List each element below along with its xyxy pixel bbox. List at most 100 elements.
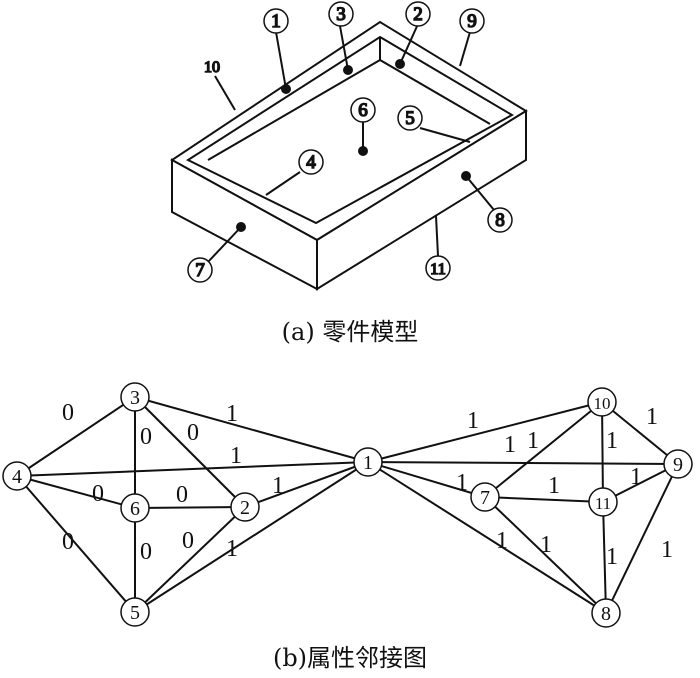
graph-node-5: 5	[120, 597, 150, 627]
graph-node-label: 2	[240, 497, 250, 519]
edge-weight-1-7: 1	[456, 470, 468, 496]
face-label-text: 2	[413, 4, 423, 25]
edge-5-2	[134, 506, 246, 613]
edge-weight-4-1: 1	[230, 443, 242, 469]
graph-node-8: 8	[591, 598, 621, 628]
face-label-4: 4	[298, 149, 324, 175]
face-label-11: 11	[425, 255, 451, 281]
caption-adjacency-graph: (b)属性邻接图	[272, 644, 428, 672]
tray-inner-opening	[185, 35, 515, 225]
edge-10-7	[484, 401, 603, 498]
face-dot-6	[358, 146, 368, 156]
edge-weight-5-1: 1	[226, 536, 238, 562]
leader-2	[399, 23, 419, 65]
leader-1	[275, 31, 287, 90]
face-label-text: 10	[204, 59, 220, 76]
inner-floor-edge-right	[379, 59, 491, 125]
face-label-1: 1	[263, 8, 289, 34]
graph-node-label: 4	[12, 466, 22, 488]
graph-node-11: 11	[588, 487, 618, 517]
graph-node-label: 5	[130, 602, 140, 624]
edge-10-11	[601, 401, 604, 503]
leader-4	[265, 171, 301, 196]
graph-node-4: 4	[2, 461, 32, 491]
face-label-7: 7	[187, 257, 213, 283]
edge-9-8	[605, 463, 679, 614]
face-label-5: 5	[397, 105, 423, 131]
face-label-8: 8	[487, 207, 513, 233]
graph-node-1: 1	[353, 447, 383, 477]
edge-weight-10-11: 1	[606, 428, 618, 454]
edge-weight-1-10: 1	[467, 408, 479, 434]
edge-5-1	[134, 461, 369, 613]
face-dot-7	[236, 222, 246, 232]
face-label-text: 3	[336, 4, 346, 25]
face-label-text: 11	[430, 261, 445, 278]
face-label-2: 2	[405, 1, 431, 27]
graph-node-9: 9	[663, 449, 693, 479]
graph-node-label: 6	[130, 498, 140, 520]
face-label-text: 9	[467, 11, 477, 32]
graph-node-label: 10	[594, 394, 611, 413]
face-label-10: 10	[203, 58, 221, 77]
edge-weight-10-9: 1	[646, 404, 658, 430]
face-dot-3	[343, 65, 353, 75]
edge-4-5	[16, 475, 136, 613]
edge-2-1	[244, 461, 369, 508]
edge-4-6	[16, 475, 136, 509]
edge-1-10	[367, 401, 603, 463]
face-label-3: 3	[328, 1, 354, 27]
inner-floor-edge-left	[207, 59, 381, 161]
edge-weight-4-5: 0	[62, 529, 74, 555]
edge-10-9	[601, 401, 679, 465]
edge-3-4	[16, 396, 136, 477]
edge-weight-3-4: 0	[62, 400, 74, 426]
caption-part-model: (a) 零件模型	[281, 318, 419, 346]
graph-node-label: 11	[595, 494, 611, 513]
graph-node-2: 2	[230, 492, 260, 522]
graph-node-label: 7	[480, 487, 490, 509]
graph-node-3: 3	[120, 382, 150, 412]
leader-9	[459, 31, 471, 67]
edge-weight-6-2: 0	[176, 482, 188, 508]
edge-weight-7-11: 1	[548, 473, 560, 499]
edge-1-7	[367, 461, 486, 498]
edge-6-2	[134, 506, 246, 509]
face-dot-1	[281, 84, 291, 94]
face-label-text: 4	[306, 152, 316, 173]
leader-8	[465, 175, 495, 211]
edge-weight-1-9: 1	[504, 432, 516, 458]
edge-3-1	[134, 396, 369, 463]
leader-5	[419, 127, 471, 143]
tray-front-right-wall	[316, 109, 527, 291]
leader-10	[214, 75, 236, 111]
edge-1-8	[367, 461, 607, 614]
graph-node-7: 7	[470, 482, 500, 512]
edge-11-8	[602, 501, 607, 614]
edge-1-9	[367, 461, 679, 465]
edge-weight-6-5: 0	[140, 539, 152, 565]
graph-node-label: 9	[673, 454, 683, 476]
edge-3-2	[134, 396, 246, 508]
graph-node-10: 10	[587, 387, 617, 417]
edge-weight-7-8: 1	[540, 532, 552, 558]
part-model-drawing: 1 2 3 4 56 7 8 9 10 11	[170, 1, 528, 291]
edge-7-11	[484, 496, 604, 503]
face-dot-8	[461, 171, 471, 181]
edge-weight-10-7: 1	[527, 428, 539, 454]
face-dot-2	[395, 59, 405, 69]
edge-weight-3-6: 0	[140, 424, 152, 450]
graph-node-label: 8	[601, 603, 611, 625]
edge-4-1	[16, 461, 369, 477]
edge-weight-5-2: 0	[182, 528, 194, 554]
edge-weight-3-2: 0	[187, 420, 199, 446]
graph-node-6: 6	[120, 493, 150, 523]
edge-weight-4-6: 0	[92, 481, 104, 507]
edge-7-8	[484, 496, 607, 614]
face-label-text: 8	[495, 210, 505, 231]
leader-3	[339, 25, 349, 71]
edge-weight-2-1: 1	[272, 473, 284, 499]
face-label-6: 6	[350, 97, 376, 123]
